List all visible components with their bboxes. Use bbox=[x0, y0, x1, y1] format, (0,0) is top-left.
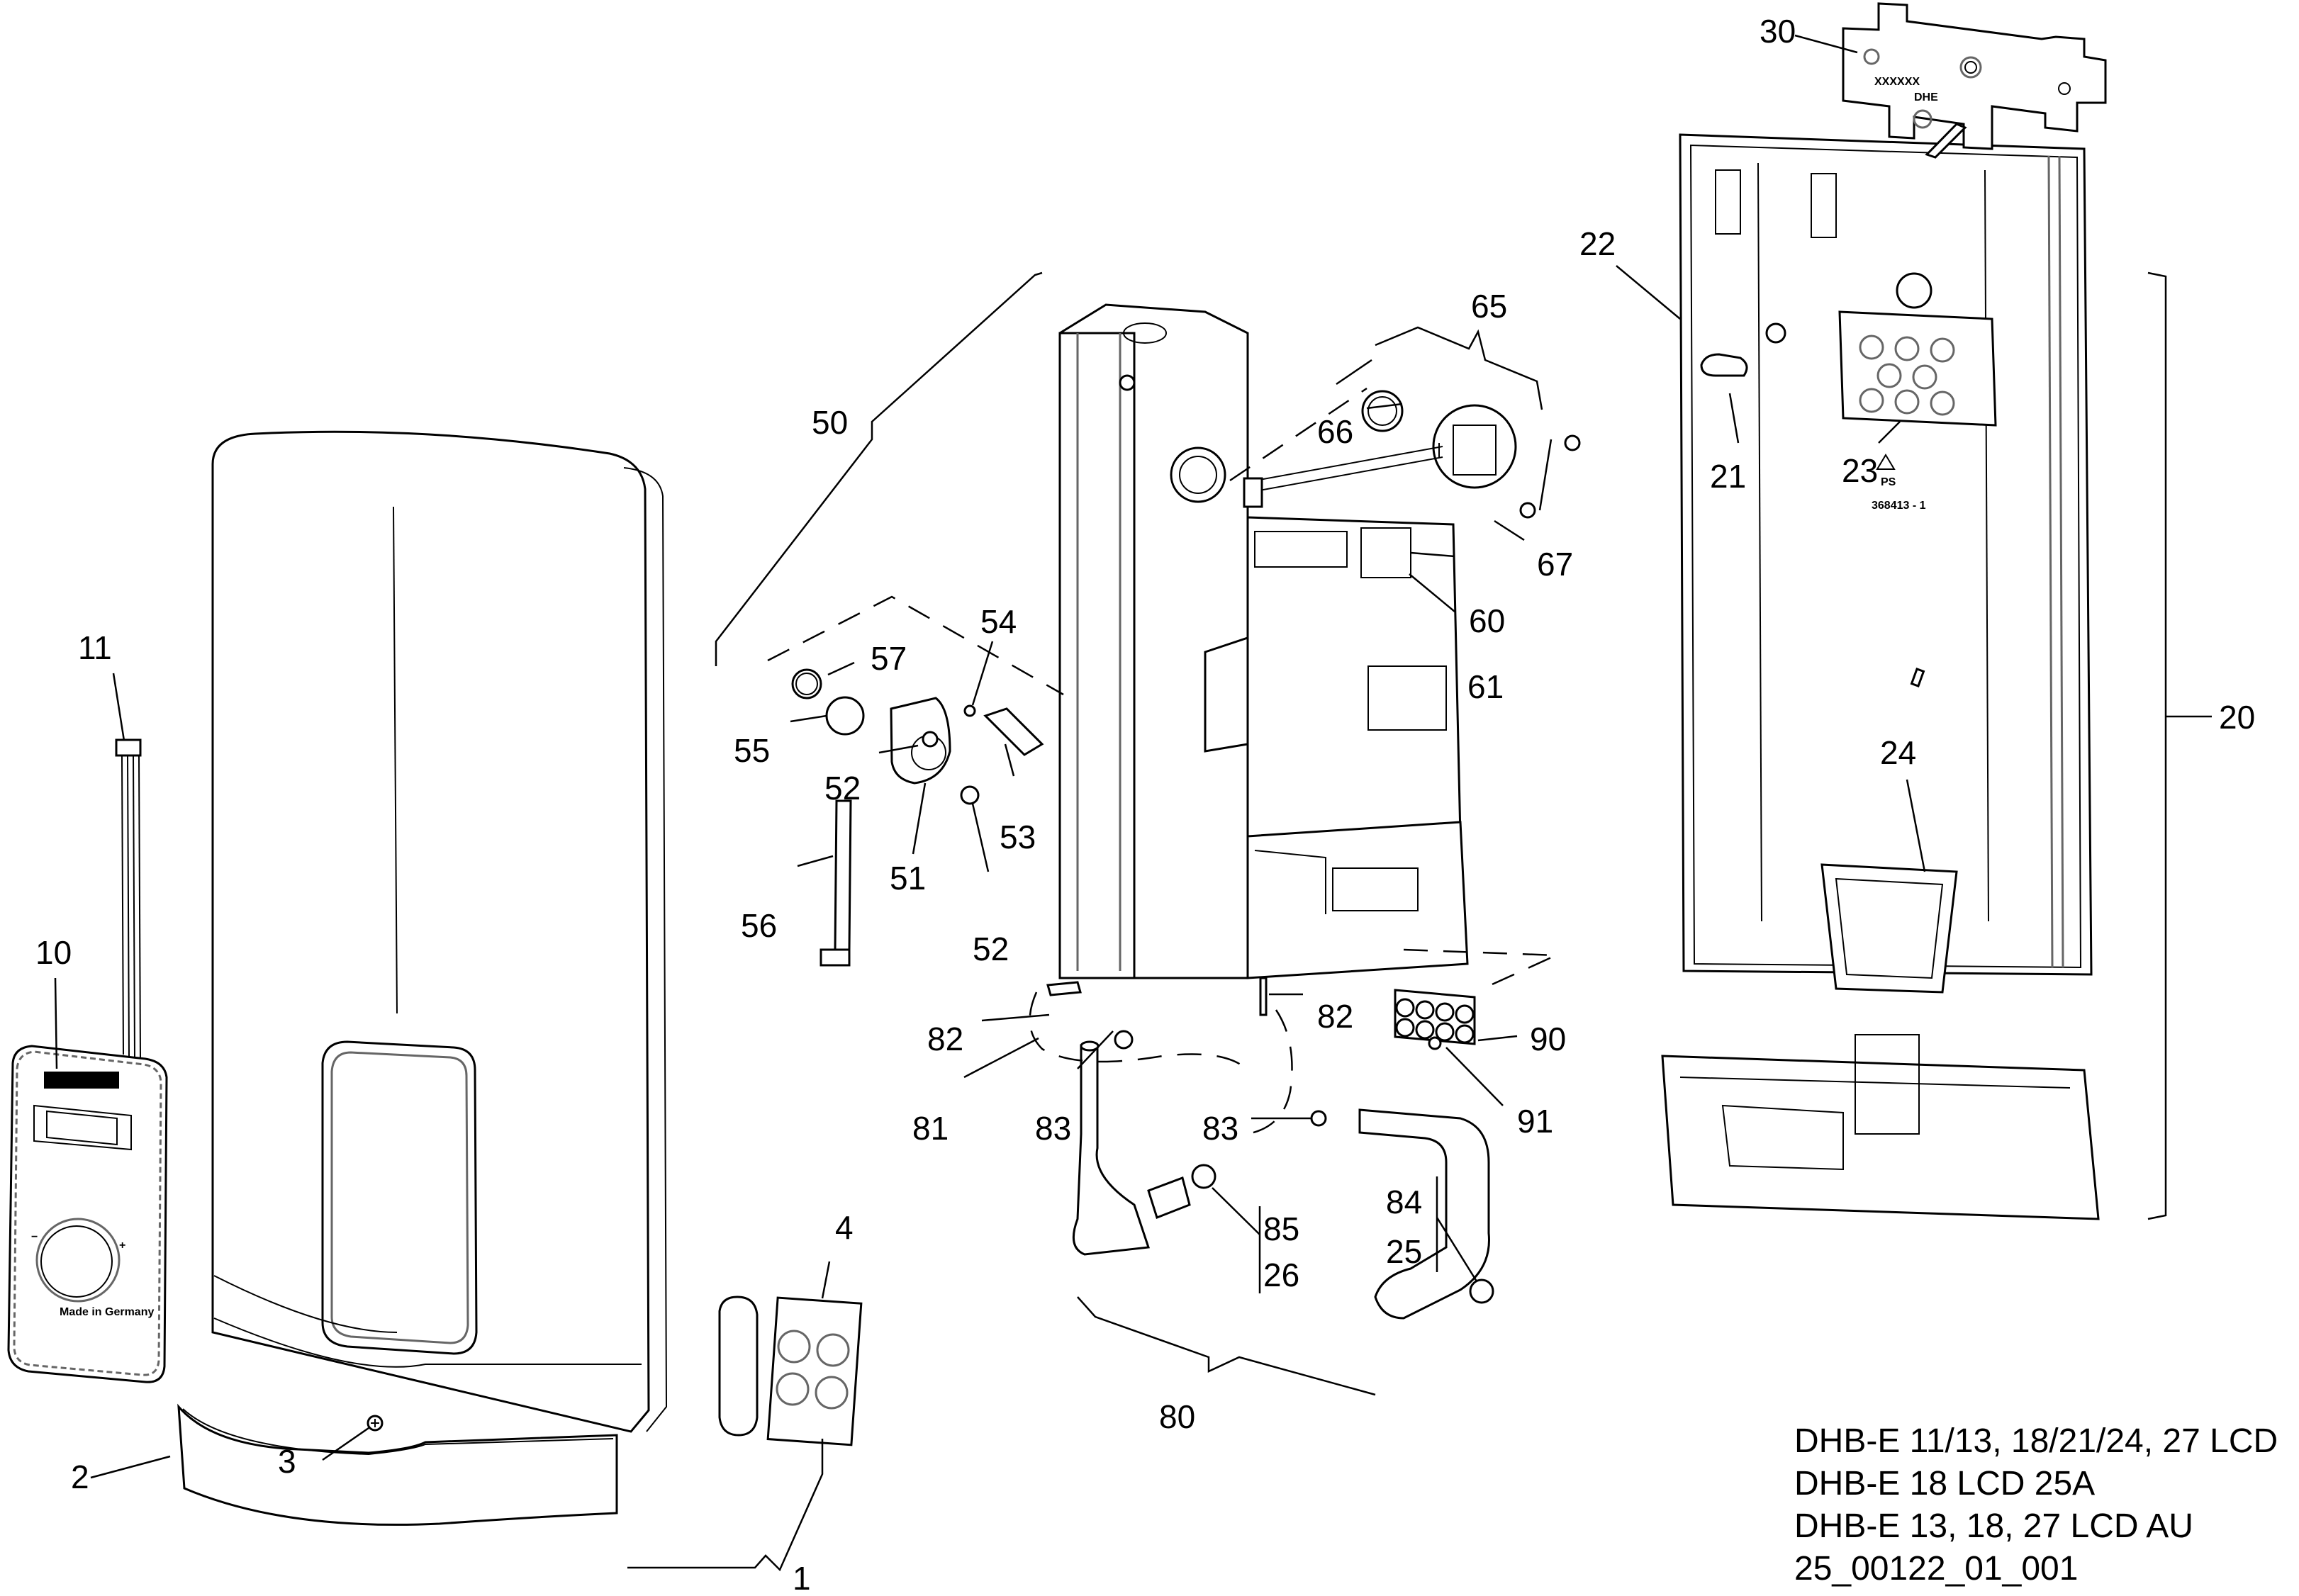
callout-82-b: 82 bbox=[1317, 998, 1353, 1035]
screw-part-3 bbox=[367, 1415, 384, 1432]
callout-55: 55 bbox=[734, 732, 770, 769]
washer-part-83b bbox=[1310, 1110, 1327, 1127]
callout-83-a: 83 bbox=[1035, 1110, 1071, 1147]
callout-21: 21 bbox=[1710, 458, 1746, 495]
mounting-plate-model-text: DHE bbox=[1914, 91, 1938, 103]
washer-part-83a bbox=[1114, 1030, 1134, 1050]
callout-3: 3 bbox=[278, 1443, 296, 1480]
plus-mark: + bbox=[119, 1240, 125, 1252]
callout-26: 26 bbox=[1263, 1257, 1299, 1293]
callout-51: 51 bbox=[890, 860, 926, 897]
callout-52-b: 52 bbox=[973, 931, 1009, 967]
heating-element-assembly bbox=[1058, 303, 1469, 979]
clip-part-82a bbox=[1046, 981, 1082, 996]
leader-lines bbox=[54, 34, 2212, 1572]
callout-67: 67 bbox=[1537, 546, 1573, 583]
screw-part-52a bbox=[922, 731, 939, 748]
callout-labels: 1 2 3 4 10 11 20 21 22 23 24 25 26 30 50… bbox=[35, 13, 2255, 1596]
title-line-models-1: DHB-E 11/13, 18/21/24, 27 LCD bbox=[1794, 1422, 2278, 1460]
callout-20: 20 bbox=[2219, 699, 2255, 736]
callout-25: 25 bbox=[1386, 1233, 1422, 1270]
callout-11: 11 bbox=[78, 629, 112, 666]
callout-65: 65 bbox=[1471, 288, 1507, 325]
brand-logo-bar bbox=[44, 1072, 119, 1089]
callout-4: 4 bbox=[835, 1209, 854, 1246]
valve-part-21 bbox=[1700, 353, 1748, 377]
back-panel-part-20: PS 368413 - 1 bbox=[1679, 133, 2093, 994]
bracket-part-51 bbox=[890, 697, 951, 785]
ribbon-cable-part-11 bbox=[115, 738, 142, 1060]
callout-23: 23 bbox=[1842, 452, 1878, 489]
screw-part-67a bbox=[1564, 434, 1581, 451]
callout-24: 24 bbox=[1880, 734, 1916, 771]
washer-part-54 bbox=[963, 704, 976, 717]
clip-part-82b bbox=[1259, 977, 1268, 1016]
callout-84: 84 bbox=[1386, 1184, 1422, 1220]
title-line-models-2: DHB-E 18 LCD 25A bbox=[1794, 1465, 2096, 1502]
front-cover bbox=[211, 430, 668, 1433]
callout-80: 80 bbox=[1159, 1398, 1195, 1435]
spacer-part-66-alt bbox=[1119, 374, 1136, 391]
back-panel-base bbox=[1661, 1034, 2100, 1220]
wire-jumper-part-56 bbox=[834, 799, 852, 951]
callout-56: 56 bbox=[741, 907, 777, 944]
bottom-cover-part-2 bbox=[177, 1403, 618, 1526]
callout-60: 60 bbox=[1469, 602, 1505, 639]
back-panel-number-text: 368413 - 1 bbox=[1872, 500, 1926, 512]
bottom-grommet-part-24 bbox=[1820, 863, 1958, 994]
pipes-assembly-80 bbox=[1046, 977, 1494, 1320]
callout-81: 81 bbox=[912, 1110, 949, 1147]
outlet-pipe-part-84 bbox=[1358, 1108, 1490, 1320]
temperature-sensor-part-53 bbox=[983, 707, 1044, 756]
flow-module-65-67 bbox=[1119, 374, 1581, 519]
inlet-pipe-part-85 bbox=[1072, 1044, 1151, 1256]
title-line-models-3: DHB-E 13, 18, 27 LCD AU bbox=[1794, 1507, 2193, 1545]
callout-2: 2 bbox=[71, 1459, 89, 1495]
sensor-components-51-57 bbox=[791, 668, 1044, 967]
made-in-germany-text: Made in Germany bbox=[60, 1306, 154, 1318]
callout-30: 30 bbox=[1760, 13, 1796, 50]
washer-part-26 bbox=[1191, 1164, 1216, 1189]
screw-part-67b bbox=[1519, 502, 1536, 519]
recycling-material-text: PS bbox=[1881, 476, 1896, 488]
control-panel-part-10: − + Made in Germany bbox=[7, 1045, 168, 1383]
callout-53: 53 bbox=[1000, 819, 1036, 855]
callout-61: 61 bbox=[1467, 668, 1504, 705]
terminal-block-part-90 bbox=[1394, 989, 1476, 1050]
callout-82-a: 82 bbox=[927, 1021, 963, 1057]
flow-sensor-part-55 bbox=[825, 696, 865, 736]
callout-22: 22 bbox=[1579, 225, 1616, 262]
callout-90: 90 bbox=[1530, 1021, 1566, 1057]
callout-10: 10 bbox=[35, 934, 72, 971]
screw-part-52b bbox=[960, 785, 980, 805]
callout-57: 57 bbox=[871, 640, 907, 677]
callout-50: 50 bbox=[812, 404, 848, 441]
callout-85: 85 bbox=[1263, 1210, 1299, 1247]
mounting-plate-part-30: XXXXXX DHE bbox=[1842, 2, 2107, 159]
drawing-number: 25_00122_01_001 bbox=[1794, 1550, 2079, 1587]
callout-83-b: 83 bbox=[1202, 1110, 1238, 1147]
screw-part-91 bbox=[1428, 1036, 1442, 1050]
callout-54: 54 bbox=[980, 603, 1017, 640]
callout-52-a: 52 bbox=[824, 770, 861, 807]
grommet-plate-part-4 bbox=[718, 1296, 863, 1446]
callout-1: 1 bbox=[793, 1560, 811, 1596]
callout-66: 66 bbox=[1317, 413, 1353, 450]
o-ring-part-22 bbox=[1765, 322, 1786, 344]
minus-mark: − bbox=[31, 1231, 38, 1243]
washer-part-25 bbox=[1469, 1279, 1494, 1304]
mounting-plate-code-text: XXXXXX bbox=[1874, 76, 1920, 88]
callout-91: 91 bbox=[1517, 1103, 1553, 1140]
